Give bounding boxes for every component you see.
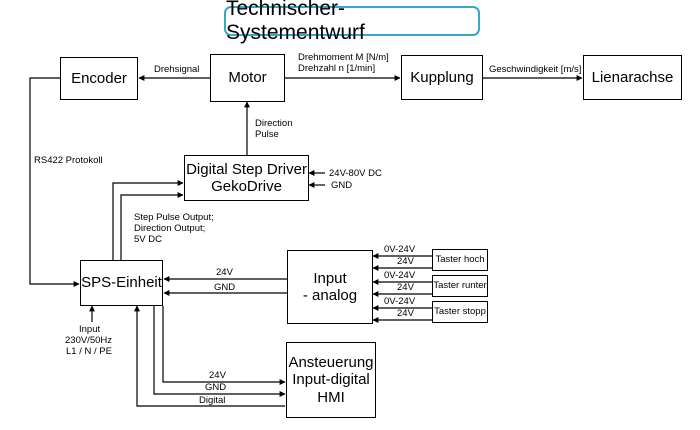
line-hmi-sps-digital	[134, 305, 285, 407]
motor-label: Motor	[228, 69, 267, 87]
label-taster-stopp-24v: 24V	[397, 308, 414, 319]
label-step-output-2: Direction Output;	[134, 223, 206, 234]
label-drehzahl: Drehzahl n [1/min]	[298, 63, 376, 74]
hmi-block: Ansteuerung Input-digital HMI	[286, 342, 376, 418]
input-analog-block: Input - analog	[287, 250, 373, 324]
label-sps-24v: 24V	[216, 267, 233, 278]
diagram-title: Technischer-Systementwurf	[224, 0, 480, 44]
sps-label: SPS-Einheit	[81, 274, 162, 292]
encoder-block: Encoder	[60, 57, 138, 100]
taster-hoch-label: Taster hoch	[435, 253, 485, 265]
label-rs422: RS422 Protokoll	[34, 155, 103, 166]
label-geschwindigkeit: Geschwindigkeit [m/s]	[489, 64, 582, 75]
line-sps-hmi-24v	[162, 306, 286, 385]
linearachse-block: Lienarachse	[583, 55, 682, 100]
kupplung-label: Kupplung	[410, 68, 474, 86]
driver-label-2: GekoDrive	[211, 178, 282, 195]
encoder-label: Encoder	[71, 69, 127, 87]
step-driver-block: Digital Step Driver GekoDrive	[184, 155, 309, 201]
label-step-output-3: 5V DC	[134, 234, 162, 245]
label-power-24-80v: 24V-80V DC	[329, 168, 382, 179]
sps-block: SPS-Einheit	[80, 260, 163, 306]
label-input-1: Input	[79, 324, 101, 335]
kupplung-block: Kupplung	[401, 55, 483, 100]
label-taster-hoch-24v: 24V	[397, 256, 414, 267]
taster-runter-block: Taster runter	[432, 275, 488, 297]
hmi-label-3: HMI	[317, 388, 345, 406]
label-hmi-gnd: GND	[205, 382, 227, 393]
taster-stopp-label: Taster stopp	[434, 305, 486, 317]
line-sps-hmi-gnd	[153, 306, 286, 397]
label-drehmoment: Drehmoment M [N/m]	[298, 52, 389, 63]
label-step-output-1: Step Pulse Output;	[134, 212, 214, 223]
hmi-label-2: Input-digital	[292, 371, 370, 389]
input-analog-label-1: Input	[313, 269, 347, 287]
label-taster-runter-0v24v: 0V-24V	[384, 270, 416, 281]
label-direction: Direction	[255, 118, 293, 129]
label-taster-hoch-0v24v: 0V-24V	[384, 244, 416, 255]
linearachse-label: Lienarachse	[591, 68, 674, 86]
label-drehsignal: Drehsignal	[154, 64, 200, 75]
line-sps-driver-1	[112, 180, 184, 260]
driver-label-1: Digital Step Driver	[186, 160, 307, 178]
label-taster-stopp-0v24v: 0V-24V	[384, 296, 416, 307]
hmi-label-1: Ansteuerung	[288, 354, 374, 372]
label-gnd-driver: GND	[331, 180, 353, 191]
label-hmi-24v: 24V	[209, 370, 226, 381]
label-input-2: 230V/50Hz	[65, 335, 113, 346]
label-sps-gnd: GND	[214, 282, 236, 293]
taster-runter-label: Taster runter	[433, 279, 487, 291]
label-pulse: Pulse	[255, 129, 279, 140]
line-encoder-sps	[29, 77, 80, 287]
input-analog-label-2: - analog	[302, 287, 358, 304]
label-taster-runter-24v: 24V	[397, 282, 414, 293]
label-input-3: L1 / N / PE	[66, 346, 112, 357]
taster-hoch-block: Taster hoch	[432, 249, 488, 271]
label-hmi-digital: Digital	[199, 395, 226, 406]
taster-stopp-block: Taster stopp	[432, 301, 488, 323]
line-sps-driver-2	[120, 192, 184, 260]
motor-block: Motor	[210, 54, 285, 102]
